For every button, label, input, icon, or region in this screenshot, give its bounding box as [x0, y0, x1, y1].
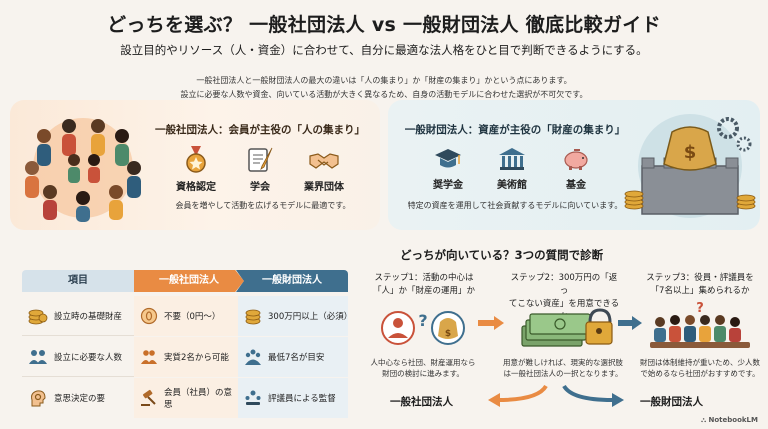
step-3-note: 財団は体制維持が重いため、少人数 で始めるなら社団がおすすめです。 — [640, 357, 760, 379]
table-cell-text: 評議員による監督 — [268, 394, 336, 404]
step-3-note-line: で始めるなら社団がおすすめです。 — [640, 369, 760, 378]
association-item: 業界団体 — [292, 146, 356, 193]
table-cell-item: 意思決定の要 — [22, 378, 134, 418]
table-cell-foundation: 最低7名が目安 — [238, 337, 348, 377]
step-1-line: ステップ1：活動の中心は — [374, 273, 474, 283]
association-item: 資格認定 — [164, 146, 228, 193]
table-row: 設立時の基礎財産 不要（0円〜） 300万円以上（必須） — [22, 296, 353, 336]
step-1-note: 人中心なら社団、財産運用なら 財団の検討に進みます。 — [363, 357, 483, 379]
coin-stack-icon — [245, 309, 261, 325]
two-people-icon — [141, 350, 157, 364]
association-item-label: 業界団体 — [304, 182, 344, 193]
step-1-question: ステップ1：活動の中心は 「人」か「財産の運用」か — [368, 272, 480, 298]
association-caption: 会員を増やして活動を広げるモデルに最適です。 — [175, 201, 351, 210]
step-1-line: 「人」か「財産の運用」か — [372, 286, 475, 296]
document-quill-icon — [248, 147, 273, 172]
svg-text:?: ? — [418, 311, 427, 330]
table-cell-text: 意思決定の要 — [54, 394, 106, 404]
foundation-item: 奨学金 — [416, 146, 480, 191]
foundation-item-label: 美術館 — [497, 180, 527, 191]
association-item: 学会 — [228, 146, 292, 193]
result-association: 一般社団法人 — [390, 396, 453, 408]
step-2-note-line: 用意が難しければ、現実的な選択肢 — [503, 358, 623, 367]
result-foundation: 一般財団法人 — [640, 396, 703, 408]
museum-icon — [499, 148, 525, 170]
table-cell-association: 不要（0円〜） — [134, 296, 238, 336]
foundation-heading: 一般財団法人：資産が主役の「財産の集まり」 — [404, 124, 626, 136]
arrow-right-icon — [618, 316, 642, 330]
table-cell-text: 設立に必要な人数 — [54, 353, 123, 363]
table-cell-text: 不要（0円〜） — [164, 312, 221, 322]
svg-text:$: $ — [445, 329, 451, 339]
step-3-note-line: 財団は体制維持が重いため、少人数 — [640, 358, 760, 367]
table-cell-text: 最低7名が目安 — [268, 353, 325, 363]
table-cell-item: 設立に必要な人数 — [22, 337, 134, 377]
table-cell-text: 300万円以上（必須） — [268, 312, 353, 322]
brand-icon: ⛬ — [701, 416, 709, 424]
step-1-note-line: 財団の検討に進みます。 — [382, 369, 464, 378]
diagnosis-title: どっちが向いている？3つの質問で診断 — [400, 248, 604, 262]
table-row: 設立に必要な人数 実質2名から可能 最低7名が目安 — [22, 337, 348, 377]
table-cell-item: 設立時の基礎財産 — [22, 296, 134, 336]
step-1-note-line: 人中心なら社団、財産運用なら — [370, 358, 476, 367]
council-meeting-icon: ? — [650, 301, 750, 348]
brand-text: NotebookLM — [708, 416, 758, 424]
table-header-item: 項目 — [22, 270, 134, 292]
head-gear-icon — [31, 390, 46, 407]
table-header-foundation: 一般財団法人 — [236, 270, 348, 292]
coins-icon — [28, 309, 48, 325]
cash-lock-icon — [521, 308, 613, 347]
table-cell-text: 会員（社員）の意思 — [164, 388, 233, 410]
intro-text: 一般社団法人と一般財団法人の最大の違いは「人の集まり」か「財産の集まり」かという… — [0, 74, 768, 102]
foundation-caption: 特定の資産を運用して社会貢献するモデルに向いています。 — [407, 201, 623, 210]
graduation-cap-icon — [435, 149, 461, 168]
gavel-icon — [141, 389, 156, 406]
people-icon — [29, 350, 47, 364]
step-3-question: ステップ3：役員・評議員を 「7名以上」集められるか — [644, 272, 756, 298]
piggy-bank-icon — [564, 149, 588, 170]
council-icon — [245, 390, 261, 405]
table-header-association: 一般社団法人 — [134, 270, 244, 292]
association-heading: 一般社団法人：会員が主役の「人の集まり」 — [155, 124, 365, 136]
zero-coin-icon — [140, 307, 158, 325]
table-row: 意思決定の要 会員（社員）の意思 評議員による監督 — [22, 378, 348, 418]
page-title: どっちを選ぶ？ 一般社団法人 vs 一般財団法人 徹底比較ガイド — [107, 14, 661, 36]
foundation-item: 美術館 — [480, 146, 544, 191]
step-2-note-line: は一般社団法人の一択となります。 — [503, 369, 623, 378]
table-cell-foundation: 評議員による監督 — [238, 378, 348, 418]
comparison-table: 項目 一般財団法人 一般社団法人 設立時の基礎財産 不要（0円〜） 300万円以… — [22, 270, 353, 418]
table-cell-foundation: 300万円以上（必須） — [238, 296, 353, 336]
step-2-note: 用意が難しければ、現実的な選択肢 は一般社団法人の一択となります。 — [503, 357, 623, 379]
brand-label: ⛬ NotebookLM — [701, 416, 758, 425]
svg-text:?: ? — [696, 301, 704, 316]
group-icon — [245, 349, 261, 365]
step-2-line: ステップ2：300万円の「返っ — [510, 273, 618, 296]
person-vs-money-icon: ? $ — [381, 311, 465, 345]
table-cell-association: 会員（社員）の意思 — [134, 378, 238, 418]
step-3-line: 「7名以上」集められるか — [650, 286, 750, 296]
intro-line: 設立に必要な人数や資金、向いている活動が大きく異なるため、自身の活動モデルに合わ… — [180, 90, 588, 99]
table-cell-text: 設立時の基礎財産 — [54, 312, 123, 322]
table-cell-text: 実質2名から可能 — [164, 353, 229, 363]
handshake-icon — [309, 153, 339, 169]
arrow-right-icon — [478, 316, 504, 330]
association-item-label: 学会 — [250, 182, 270, 193]
foundation-item-label: 基金 — [566, 180, 586, 191]
intro-line: 一般社団法人と一般財団法人の最大の違いは「人の集まり」か「財産の集まり」かという… — [196, 76, 572, 85]
svg-text:$: $ — [684, 142, 697, 163]
medal-icon — [186, 146, 206, 173]
crowd-illustration — [25, 118, 141, 222]
result-arrows — [488, 384, 624, 407]
association-item-label: 資格認定 — [176, 182, 216, 193]
table-cell-association: 実質2名から可能 — [134, 337, 238, 377]
step-3-line: ステップ3：役員・評議員を — [646, 273, 754, 283]
money-bag-fortress-illustration: $ — [624, 114, 756, 218]
page-subtitle: 設立目的やリソース（人・資金）に合わせて、自分に最適な法人格をひと目で判断できる… — [120, 43, 648, 57]
foundation-item-label: 奨学金 — [433, 180, 463, 191]
foundation-item: 基金 — [544, 146, 608, 191]
